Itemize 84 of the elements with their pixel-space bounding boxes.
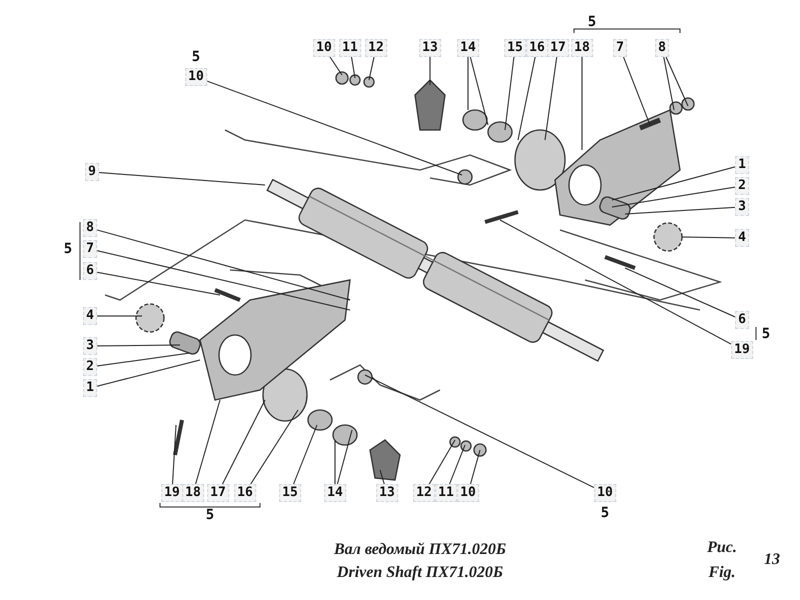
figure-title: Вал ведомый ПХ71.020Б <box>334 541 506 559</box>
leader-line <box>612 166 736 200</box>
leader-line <box>624 268 736 318</box>
leader-line <box>470 56 488 126</box>
group-number: 5 <box>588 14 596 30</box>
leader-line <box>500 220 732 345</box>
group-number: 5 <box>600 505 610 521</box>
leader-line <box>96 360 200 387</box>
callout-number: 11 <box>339 39 361 57</box>
callout-number: 4 <box>735 229 749 247</box>
leader-line <box>504 56 514 130</box>
callout-number: 8 <box>655 39 669 57</box>
callout-number: 2 <box>735 177 749 195</box>
leader-line <box>449 444 466 484</box>
callout-number: 13 <box>376 484 398 502</box>
callout-number: 14 <box>324 484 346 502</box>
leader-line <box>293 424 318 484</box>
callout-number: 11 <box>435 484 457 502</box>
leader-line <box>380 470 385 484</box>
callout-number: 12 <box>413 484 435 502</box>
figure-number: 13 <box>764 551 780 569</box>
callout-number: 16 <box>234 484 256 502</box>
leader-line <box>666 56 688 106</box>
callout-number: 6 <box>735 311 749 329</box>
callout-number: 4 <box>83 307 97 325</box>
callout-number: 10 <box>185 68 207 86</box>
leader-line <box>623 56 650 126</box>
leader-line <box>682 236 736 238</box>
leader-line <box>518 56 536 140</box>
leader-line <box>96 229 350 300</box>
callout-number: 13 <box>419 39 441 57</box>
callout-number: 16 <box>526 39 548 57</box>
leader-line <box>663 56 674 110</box>
leader-line <box>368 56 375 80</box>
figure-caption: Driven Shaft ПХ71.020Б <box>336 564 504 582</box>
callout-number: 7 <box>613 39 627 57</box>
leader-line <box>206 80 462 176</box>
leader-line <box>98 172 266 186</box>
callout-number: 2 <box>83 358 97 376</box>
leader-line <box>544 56 558 140</box>
leader-line <box>334 440 336 484</box>
callout-number: 7 <box>83 240 97 258</box>
leader-line <box>330 56 342 76</box>
figure-label: Fig. <box>708 564 736 582</box>
leader-line <box>250 410 298 484</box>
callout-number: 6 <box>83 262 97 280</box>
leader-line <box>624 206 736 214</box>
callout-number: 15 <box>504 39 526 57</box>
callout-number: 1 <box>83 379 97 397</box>
leader-line <box>96 250 350 310</box>
callout-number: 17 <box>547 39 569 57</box>
leader-line <box>96 352 190 367</box>
leader-line <box>96 344 180 346</box>
callout-number: 3 <box>83 337 97 355</box>
figure-label: Рис. <box>707 539 737 557</box>
callout-number: 19 <box>731 341 753 359</box>
callout-number: 18 <box>571 39 593 57</box>
leader-line <box>172 424 176 484</box>
group-number: 5 <box>64 241 72 257</box>
callout-number: 1 <box>735 156 749 174</box>
leader-line <box>470 450 480 484</box>
callout-number: 19 <box>161 484 183 502</box>
leader-line <box>612 186 736 208</box>
callout-number: 15 <box>279 484 301 502</box>
leader-line <box>195 400 220 484</box>
callout-number: 9 <box>85 163 99 181</box>
callout-number: 8 <box>83 219 97 237</box>
group-number: 5 <box>192 49 200 65</box>
callout-number: 10 <box>594 484 616 502</box>
leader-line <box>222 400 266 484</box>
callout-number: 17 <box>207 484 229 502</box>
callout-number: 14 <box>457 39 479 57</box>
leader-line <box>336 430 352 484</box>
group-number: 5 <box>206 507 214 523</box>
callout-number: 10 <box>457 484 479 502</box>
callout-number: 3 <box>735 198 749 216</box>
callout-number: 12 <box>365 39 387 57</box>
group-number: 5 <box>762 326 770 342</box>
leader-line <box>364 374 594 488</box>
leader-line <box>428 440 456 484</box>
leader-line <box>96 272 220 296</box>
callout-number: 10 <box>313 39 335 57</box>
callout-number: 18 <box>182 484 204 502</box>
leader-line <box>351 56 356 78</box>
